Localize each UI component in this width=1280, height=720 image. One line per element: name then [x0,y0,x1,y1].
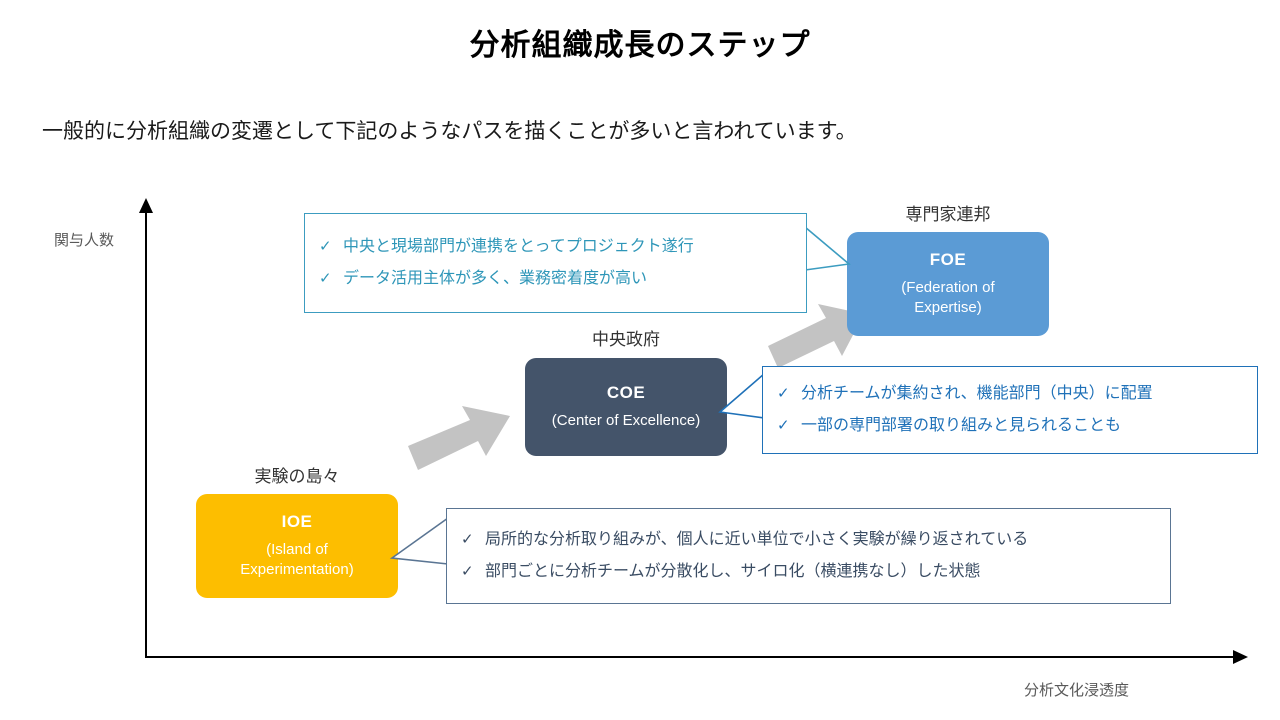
check-icon: ✓ [461,563,474,580]
x-axis-line [145,656,1235,658]
check-icon: ✓ [461,531,474,548]
check-icon: ✓ [777,385,790,402]
callout-coe-item-0-text: 分析チームが集約され、機能部門（中央）に配置 [801,385,1153,402]
callout-coe-item-1: ✓ 一部の専門部署の取り組みと見られることも [777,410,1243,442]
stage-fullname-ioe-line2: Experimentation) [240,561,354,579]
growth-arrow-ioe-to-coe [408,406,510,470]
page-title: 分析組織成長のステップ [469,29,811,62]
y-axis-label: 関与人数 [54,232,115,249]
stage-fullname-coe-line1: (Center of Excellence) [551,412,701,430]
callout-ioe: ✓ 局所的な分析取り組みが、個人に近い単位で小さく実験が繰り返されている ✓ 部… [446,508,1171,604]
callout-tail-foe [803,226,851,298]
stage-fullname-foe-line2: Expertise) [914,299,982,317]
stage-abbr-ioe: IOE [281,512,313,532]
callout-foe-item-0-text: 中央と現場部門が連携をとってプロジェクト遂行 [343,238,694,255]
stage-caption-coe: 中央政府 [592,330,660,349]
stage-fullname-foe-line1: (Federation of [901,279,995,297]
callout-foe: ✓ 中央と現場部門が連携をとってプロジェクト遂行 ✓ データ活用主体が多く、業務… [304,213,807,313]
callout-tail-ioe [389,517,450,596]
stage-abbr-foe: FOE [929,250,967,270]
callout-foe-item-1: ✓ データ活用主体が多く、業務密着度が高い [319,263,792,295]
callout-tail-coe [718,373,766,446]
x-axis-arrowhead-icon [1233,650,1248,664]
check-icon: ✓ [319,238,332,255]
callout-ioe-item-0-text: 局所的な分析取り組みが、個人に近い単位で小さく実験が繰り返されている [485,531,1029,548]
callout-coe-item-0: ✓ 分析チームが集約され、機能部門（中央）に配置 [777,378,1243,410]
stage-caption-ioe: 実験の島々 [254,467,340,486]
stage-box-foe[interactable]: FOE (Federation of Expertise) [847,232,1049,336]
stage-box-ioe[interactable]: IOE (Island of Experimentation) [196,494,398,598]
check-icon: ✓ [319,270,332,287]
growth-arrow-coe-to-foe [768,304,864,368]
y-axis-arrowhead-icon [139,198,153,213]
callout-foe-item-0: ✓ 中央と現場部門が連携をとってプロジェクト遂行 [319,231,792,263]
y-axis-line [145,212,147,658]
callout-foe-item-1-text: データ活用主体が多く、業務密着度が高い [343,270,648,287]
page-subtitle: 一般的に分析組織の変遷として下記のようなパスを描くことが多いと言われています。 [42,120,857,143]
stage-fullname-ioe-line1: (Island of [266,541,328,559]
stage-box-coe[interactable]: COE (Center of Excellence) [525,358,727,456]
callout-ioe-item-0: ✓ 局所的な分析取り組みが、個人に近い単位で小さく実験が繰り返されている [461,524,1156,556]
stage-abbr-coe: COE [606,383,646,403]
callout-coe: ✓ 分析チームが集約され、機能部門（中央）に配置 ✓ 一部の専門部署の取り組みと… [762,366,1258,454]
stage-caption-foe: 専門家連邦 [905,205,991,224]
x-axis-label: 分析文化浸透度 [1024,682,1130,699]
callout-coe-item-1-text: 一部の専門部署の取り組みと見られることも [801,417,1122,434]
callout-ioe-item-1: ✓ 部門ごとに分析チームが分散化し、サイロ化（横連携なし）した状態 [461,556,1156,588]
callout-ioe-item-1-text: 部門ごとに分析チームが分散化し、サイロ化（横連携なし）した状態 [485,563,981,580]
check-icon: ✓ [777,417,790,434]
